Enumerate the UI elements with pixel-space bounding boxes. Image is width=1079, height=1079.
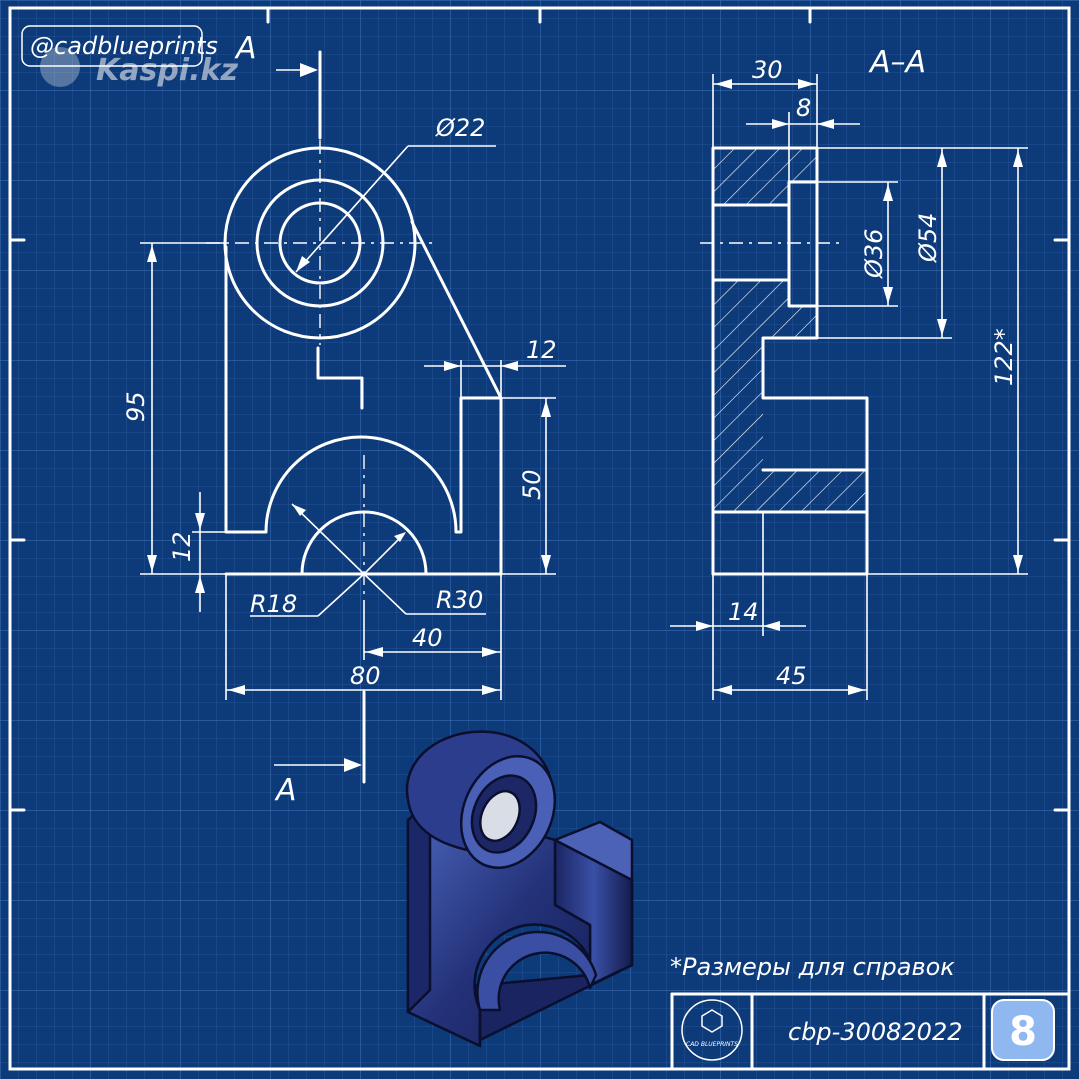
dim-12-left: 12 <box>168 531 196 562</box>
section-label: A–A <box>868 45 926 80</box>
dim-80: 80 <box>350 662 381 690</box>
dim-122: 122* <box>990 328 1018 386</box>
drawing-code: cbp-30082022 <box>788 1018 962 1046</box>
zone-ticks <box>8 6 1071 812</box>
body-outline <box>224 245 503 576</box>
tangent-edge <box>410 220 503 400</box>
hatch-top <box>713 148 817 205</box>
dim-hole-dia: Ø22 <box>435 114 485 142</box>
dim-95: 95 <box>122 391 150 422</box>
dim-r30: R30 <box>436 586 483 614</box>
watermark: @cadblueprints Kaspi.kz <box>21 25 238 88</box>
cut-letter-bottom: A <box>274 773 297 808</box>
logo-text: CAD BLUEPRINTS <box>686 1041 738 1048</box>
hatch-web <box>713 280 817 470</box>
inner-arc <box>300 510 428 576</box>
dim-12-top: 12 <box>526 336 557 364</box>
dim-14: 14 <box>728 598 759 626</box>
page-badge <box>991 999 1055 1061</box>
cut-arrow-bottom <box>344 758 362 772</box>
dim-8: 8 <box>796 94 811 122</box>
cad-logo-icon: CAD BLUEPRINTS <box>681 999 743 1061</box>
watermark-site: Kaspi.kz <box>96 53 238 88</box>
cut-letter-top: A <box>234 31 257 66</box>
dim-45: 45 <box>776 662 807 690</box>
dim-36: Ø36 <box>860 229 888 279</box>
cut-arrow-top <box>300 63 318 77</box>
reference-note: *Размеры для справок <box>670 953 955 981</box>
isometric-render <box>405 730 634 1048</box>
title-block: CAD BLUEPRINTS cbp-30082022 8 <box>670 992 1071 1071</box>
dim-40: 40 <box>412 624 443 652</box>
kaspi-logo-icon <box>40 47 80 87</box>
page-number: 8 <box>1009 1009 1037 1055</box>
cut-line-step <box>316 346 364 410</box>
front-view: A A Ø22 95 12 <box>122 31 566 808</box>
dim-54: Ø54 <box>914 213 942 263</box>
dim-50: 50 <box>518 469 546 500</box>
counterbore <box>787 180 819 308</box>
dim-30: 30 <box>752 56 783 84</box>
section-view: A–A 30 8 Ø36 <box>670 45 1028 700</box>
hatch-base <box>713 470 867 512</box>
watermark-handle: @cadblueprints <box>30 32 218 60</box>
dim-r18: R18 <box>250 590 297 618</box>
